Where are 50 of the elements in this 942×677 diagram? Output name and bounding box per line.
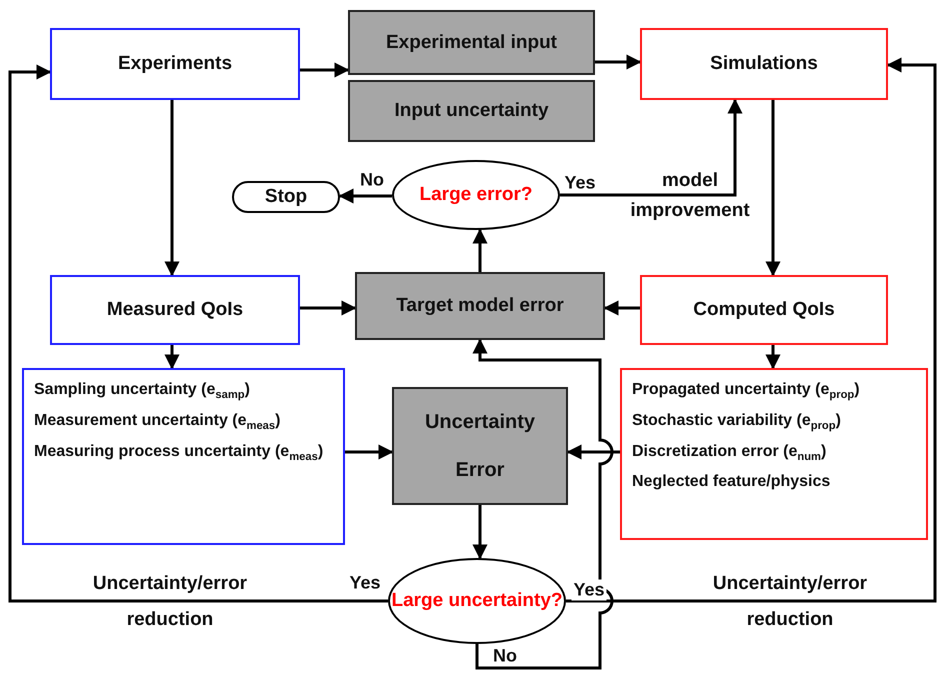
note-text: model improvement bbox=[629, 169, 751, 223]
arrow bbox=[766, 345, 780, 370]
node-text: Measuring process uncertainty (e$_{meas}$) bbox=[34, 442, 324, 464]
process-box bbox=[355, 272, 605, 340]
node-text: Experimental input bbox=[386, 30, 558, 54]
arrow bbox=[604, 300, 640, 316]
node-text: Discretization error (e$_{num}$) bbox=[632, 442, 826, 464]
process-box bbox=[392, 387, 568, 505]
process-box bbox=[50, 275, 300, 345]
arrow bbox=[595, 54, 642, 70]
node-text: Neglected feature/physics bbox=[632, 472, 830, 492]
arrow bbox=[472, 338, 614, 670]
arrow bbox=[472, 505, 488, 560]
edge-label: Yes bbox=[571, 580, 607, 600]
node-text: Propagated uncertainty (e$_{prop}$) bbox=[632, 380, 860, 403]
process-box bbox=[348, 80, 595, 142]
node-text: Uncertainty Error bbox=[424, 410, 536, 483]
node-text: Stop bbox=[264, 185, 308, 209]
node-text: Stochastic variability (e$_{prop}$) bbox=[632, 410, 841, 434]
arrow bbox=[338, 188, 392, 204]
note-text: Uncertainty/error reduction bbox=[92, 572, 248, 632]
list-box bbox=[22, 368, 345, 545]
terminal-box bbox=[232, 181, 340, 213]
node-text: Measurement uncertainty (e$_{meas}$) bbox=[34, 410, 280, 434]
arrow bbox=[164, 100, 180, 276]
arrow bbox=[164, 345, 180, 370]
node-text: Large uncertainty? bbox=[391, 589, 563, 613]
note-text: Uncertainty/error reduction bbox=[712, 572, 868, 632]
process-box bbox=[348, 10, 595, 75]
node-text: Large error? bbox=[420, 183, 532, 207]
process-box bbox=[50, 28, 300, 100]
arrow bbox=[345, 444, 394, 460]
node-text: Target model error bbox=[396, 294, 564, 318]
arrow bbox=[8, 64, 388, 602]
arrow bbox=[766, 100, 780, 276]
arrow bbox=[566, 58, 936, 602]
node-text: Simulations bbox=[710, 52, 818, 76]
process-box bbox=[640, 275, 888, 345]
node-text: Computed QoIs bbox=[693, 298, 835, 322]
list-box bbox=[620, 368, 928, 540]
node-text: Input uncertainty bbox=[394, 99, 549, 123]
arrow bbox=[566, 444, 620, 460]
arrow bbox=[560, 98, 742, 196]
node-text: Sampling uncertainty (e$_{samp}$) bbox=[34, 380, 250, 403]
arrow bbox=[300, 62, 350, 78]
arrow bbox=[300, 300, 356, 316]
arrow bbox=[472, 228, 488, 272]
node-text: Measured QoIs bbox=[106, 298, 244, 322]
process-box bbox=[640, 28, 888, 100]
node-text: Experiments bbox=[118, 52, 232, 76]
